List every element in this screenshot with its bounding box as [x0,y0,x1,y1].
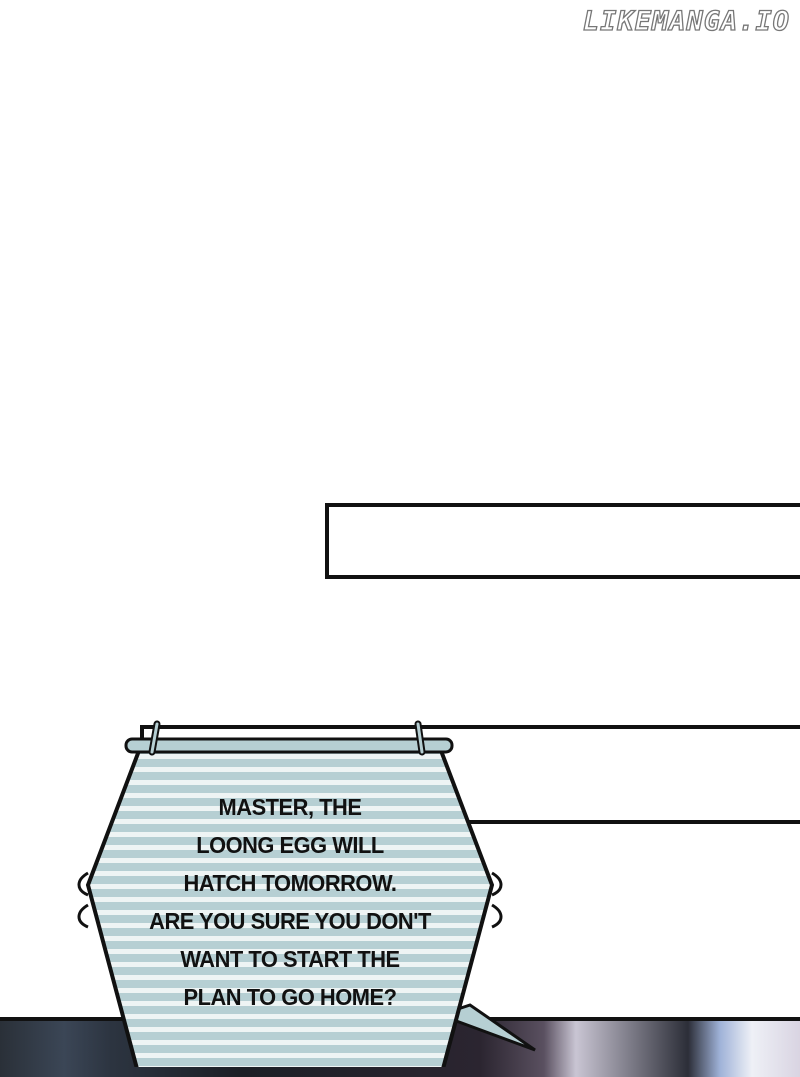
dialogue-line: WANT TO START THE [180,946,400,972]
speech-bubble-text: MASTER, THE LOONG EGG WILL HATCH TOMORRO… [119,788,461,1016]
dialogue-line: PLAN TO GO HOME? [183,984,397,1010]
dialogue-line: MASTER, THE [218,794,362,820]
dialogue-line: HATCH TOMORROW. [183,870,397,896]
site-watermark: LIKEMANGA.IO [582,5,790,37]
empty-panel-1 [325,503,800,579]
dialogue-line: ARE YOU SURE YOU DON'T [149,908,431,934]
dialogue-line: LOONG EGG WILL [196,832,384,858]
